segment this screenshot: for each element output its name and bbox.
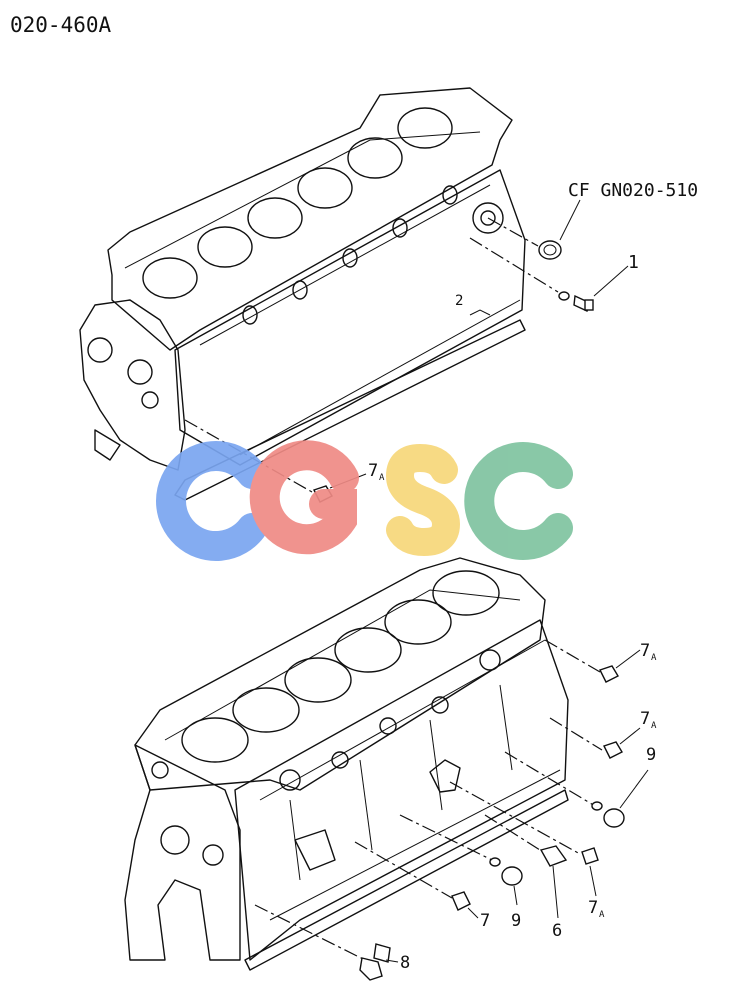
callout-7a-r1: 7 [640, 641, 650, 661]
callout-7: 7 [480, 911, 490, 931]
callout-7a-top-suffix: A [379, 473, 385, 483]
engine-block-top: 2 [79, 87, 526, 501]
part-6-fitting [539, 845, 568, 867]
callout-7a-r2-suffix: A [651, 721, 657, 731]
callout-7a-bottom-suffix: A [599, 910, 605, 920]
cf-reference-label: CF GN020-510 [568, 180, 698, 201]
callout-7a-bottom: 7 [588, 898, 598, 918]
part-9-plug-right [591, 801, 625, 828]
callout-9-bottom: 9 [511, 911, 521, 931]
callout-8: 8 [400, 953, 410, 973]
engine-block-bottom [124, 557, 569, 971]
watermark-letter-s [385, 443, 461, 557]
callout-7a-r1-suffix: A [651, 653, 657, 663]
callout-7a-top: 7 [368, 461, 378, 481]
watermark-cgsc [156, 440, 573, 561]
callout-6: 6 [552, 921, 562, 941]
watermark-letter-c1 [156, 441, 267, 561]
leader-part-6 [484, 814, 544, 853]
leader-part-8 [254, 904, 366, 961]
watermark-letter-g [249, 440, 359, 555]
part-7a-plug-bottom [581, 847, 599, 865]
leader-part-7a-r2 [549, 717, 603, 751]
callout-7a-r2: 7 [640, 709, 650, 729]
leader-part-9-bottom [399, 814, 493, 861]
cup-plug-part [538, 240, 562, 260]
leader-part-9-right [504, 751, 596, 807]
callout-9-right: 9 [646, 745, 656, 765]
leader-part-7 [354, 841, 453, 899]
part-9-plug-bottom [489, 857, 523, 886]
svg-text:2: 2 [455, 293, 463, 309]
part-7a-plug-r2 [603, 741, 623, 759]
part-7-plug [451, 891, 471, 911]
part-1-bolt [558, 291, 594, 312]
leader-part-7a-r1 [544, 639, 601, 673]
leader-cup-plug [487, 217, 539, 247]
watermark-letter-c2 [464, 442, 573, 560]
part-8-elbow [359, 943, 391, 981]
leader-part-1 [469, 237, 559, 293]
callout-1: 1 [628, 252, 639, 273]
part-7a-plug-r1 [599, 665, 619, 683]
diagram-code: 020-460A [10, 13, 112, 37]
